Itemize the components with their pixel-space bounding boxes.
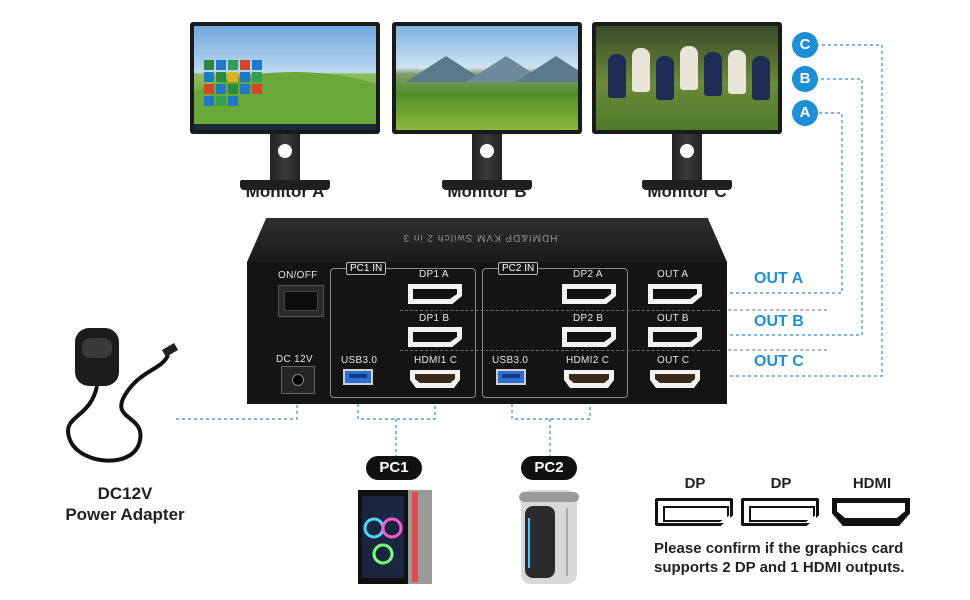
power-adapter-icon — [66, 328, 179, 463]
legend-dp1-icon — [655, 498, 733, 526]
legend-dp2-label: DP — [770, 475, 792, 492]
dp2a-port[interactable] — [562, 284, 616, 304]
badge-a: A — [792, 100, 818, 126]
outa-label: OUT A — [657, 269, 689, 280]
kvm-front-panel — [247, 262, 727, 404]
hdmi2c-label: HDMI2 C — [566, 355, 610, 366]
dp2b-port[interactable] — [562, 327, 616, 347]
pc1-group — [330, 268, 476, 398]
kvm-top-panel — [247, 218, 727, 262]
separator-row2 — [400, 350, 720, 351]
note-line2: supports 2 DP and 1 HDMI outputs. — [654, 559, 905, 576]
badge-b: B — [792, 66, 818, 92]
usb1-port[interactable] — [343, 369, 373, 385]
pc1-in-tag: PC1 IN — [346, 262, 387, 275]
power-switch[interactable] — [284, 291, 318, 311]
pc2-tower-icon — [519, 490, 579, 584]
legend-dp1-label: DP — [684, 475, 706, 492]
outb-label: OUT B — [657, 313, 689, 324]
out-a-callout: OUT A — [754, 270, 804, 287]
monitor-b-label: Monitor B — [447, 182, 527, 201]
hdmi2c-port[interactable] — [564, 370, 614, 388]
out-c-callout: OUT C — [754, 353, 804, 370]
outa-port[interactable] — [648, 284, 702, 304]
usb2-port[interactable] — [496, 369, 526, 385]
pc1-tower-icon — [358, 490, 432, 584]
power-adapter-line1: DC12V — [97, 484, 153, 503]
dp1b-label: DP1 B — [419, 313, 450, 324]
monitor-a-screen — [190, 22, 380, 134]
graphics-card-note: Please confirm if the graphics card supp… — [654, 539, 954, 577]
monitor-c-screen — [592, 22, 782, 134]
monitor-b-screen — [392, 22, 582, 134]
outc-label: OUT C — [657, 355, 690, 366]
dc-jack[interactable] — [281, 366, 315, 394]
note-line1: Please confirm if the graphics card — [654, 540, 904, 557]
legend-hdmi-icon — [832, 498, 910, 526]
dp1a-port[interactable] — [408, 284, 462, 304]
dp2a-label: DP2 A — [573, 269, 603, 280]
outb-port[interactable] — [648, 327, 702, 347]
monitor-c: Monitor C — [592, 22, 782, 212]
hdmi1c-port[interactable] — [410, 370, 460, 388]
usb2-label: USB3.0 — [492, 355, 529, 366]
power-adapter-label: DC12V Power Adapter — [40, 483, 210, 525]
dp2b-label: DP2 B — [573, 313, 604, 324]
legend-hdmi-label: HDMI — [852, 475, 892, 492]
monitor-c-label: Monitor C — [647, 182, 727, 201]
outc-port[interactable] — [650, 370, 700, 388]
monitor-a-label: Monitor A — [245, 182, 325, 201]
legend-dp2-icon — [741, 498, 819, 526]
pc2-group — [482, 268, 628, 398]
hdmi1c-label: HDMI1 C — [414, 355, 458, 366]
pc2-in-tag: PC2 IN — [498, 262, 539, 275]
usb1-label: USB3.0 — [341, 355, 378, 366]
power-adapter-line2: Power Adapter — [65, 505, 185, 524]
monitor-a: Monitor A — [190, 22, 380, 212]
separator-row1 — [400, 310, 720, 311]
pc1-badge: PC1 — [366, 456, 422, 480]
out-b-callout: OUT B — [754, 313, 804, 330]
dp1b-port[interactable] — [408, 327, 462, 347]
on-off-label: ON/OFF — [278, 270, 318, 281]
dp1a-label: DP1 A — [419, 269, 449, 280]
badge-c: C — [792, 32, 818, 58]
monitor-b: Monitor B — [392, 22, 582, 212]
dc-label: DC 12V — [276, 354, 313, 365]
pc2-badge: PC2 — [521, 456, 577, 480]
kvm-top-text: HDMI&DP KVM Switch 2 in 3 — [402, 232, 558, 243]
